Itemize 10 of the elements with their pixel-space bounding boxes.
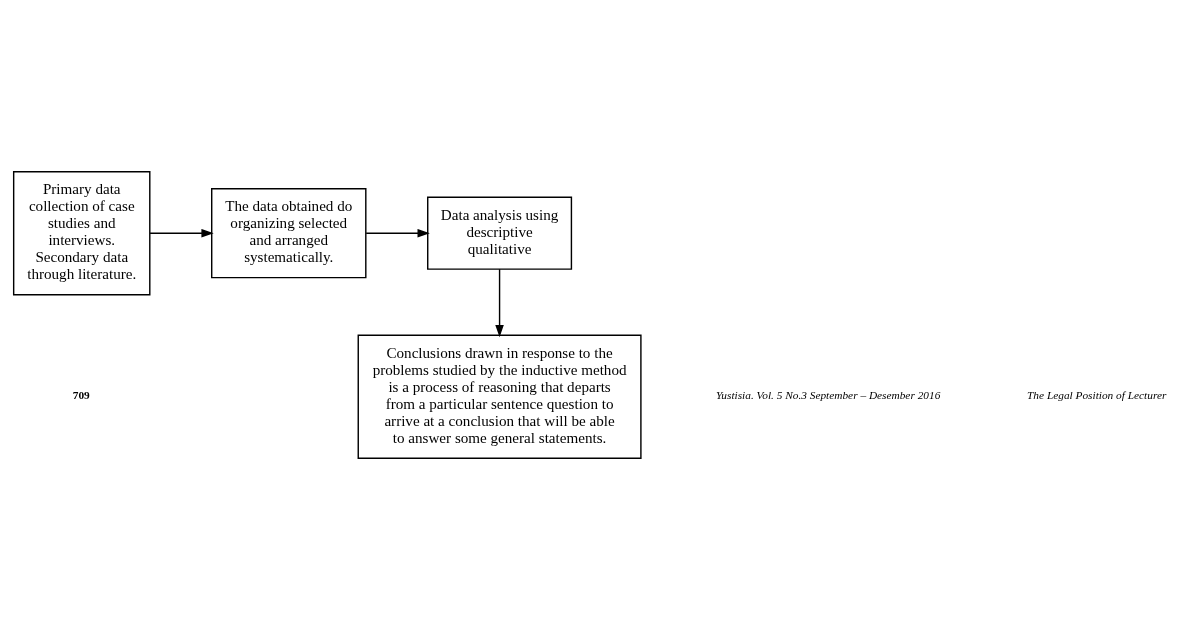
label: 709 xyxy=(72,388,90,401)
arrow xyxy=(365,228,430,238)
label: The Legal Position of Lecturer xyxy=(1027,388,1167,401)
node-box: The data obtained do organizing selected and arranged systematically. xyxy=(211,188,367,279)
node-box: Conclusions drawn in response to the problems studied by the inductive method is a process of reasoning that departs from a particular sentence question to arrive at a conclusion that will be able to answer some general statements. xyxy=(357,334,642,459)
arrow xyxy=(149,228,214,238)
label: Yustisia. Vol. 5 No.3 September – Desember 2016 xyxy=(716,388,941,401)
arrow xyxy=(495,268,504,338)
node-box: Primary data collection of case studies and interviews. Secondary data through literature. xyxy=(12,171,151,296)
node-box: Data analysis using descriptive qualitative xyxy=(427,196,573,270)
